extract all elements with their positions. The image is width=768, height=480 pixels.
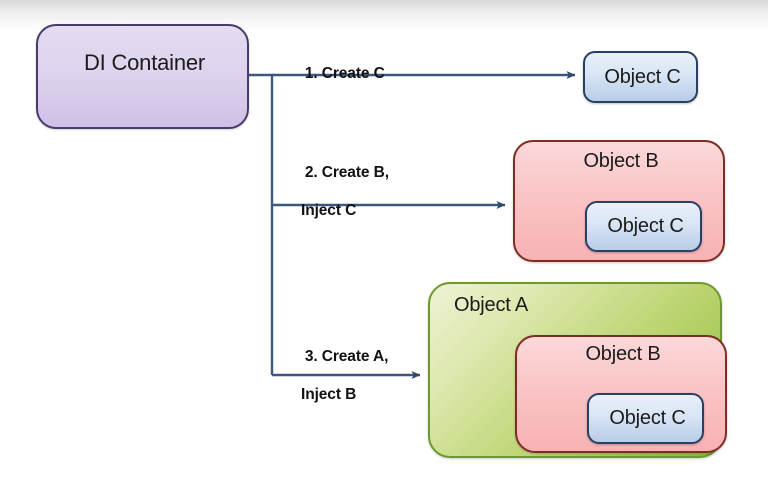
connector-trunk (248, 73, 274, 375)
object-c-inside-b-inside-a-label: Object C (609, 407, 686, 429)
object-a-label: Object A (454, 294, 528, 316)
step-2-label: 2. Create B, Inject C (288, 144, 389, 258)
object-c-inside-b[interactable]: Object C (585, 201, 702, 252)
object-c-inside-b-inside-a[interactable]: Object C (587, 393, 704, 444)
object-c-standalone-label: Object C (604, 66, 681, 88)
di-container-label: DI Container (83, 50, 206, 75)
object-b-with-c-label: Object B (583, 150, 659, 172)
object-a-box[interactable]: Object A Object B Object C (428, 282, 727, 458)
object-b-with-c[interactable]: Object B Object C (513, 140, 725, 262)
object-c-standalone[interactable]: Object C (583, 51, 698, 103)
di-container-box[interactable]: DI Container (36, 24, 249, 129)
step-2-line-1: 2. Create B, (304, 164, 389, 181)
object-b-inside-a[interactable]: Object B Object C (515, 335, 727, 453)
step-3-line-2: Inject B (301, 386, 357, 403)
step-1-label: 1. Create C (288, 45, 385, 102)
step-3-label: 3. Create A, Inject B (288, 328, 388, 442)
step-2-line-2: Inject C (301, 202, 357, 219)
step-1-line-1: 1. Create C (304, 65, 385, 82)
object-c-inside-b-label: Object C (607, 215, 684, 237)
object-b-inside-a-label: Object B (585, 343, 661, 365)
step-3-line-1: 3. Create A, (304, 348, 389, 365)
